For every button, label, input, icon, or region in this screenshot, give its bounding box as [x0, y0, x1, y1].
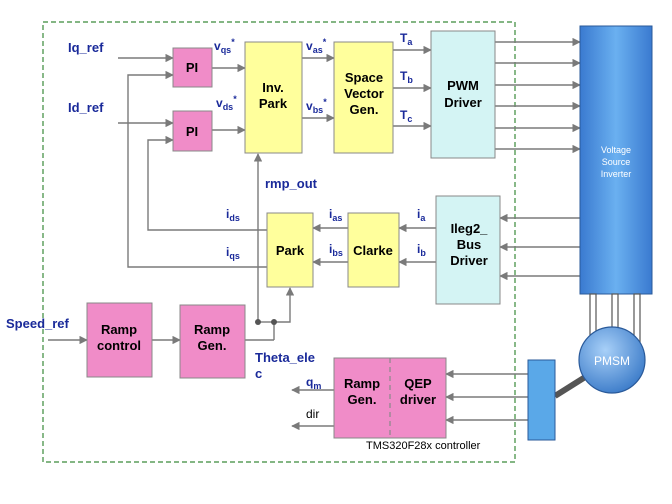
- vbs-label: vbs*: [306, 97, 327, 115]
- theta-elec-label: Theta_ele: [255, 350, 315, 365]
- svgen-label-1: Space: [345, 70, 383, 85]
- pi-d-label: PI: [186, 124, 198, 139]
- ramp-control-block: Ramp control: [86, 302, 153, 378]
- ramp-gen-label-1: Ramp: [194, 322, 230, 337]
- vsi-label-1: Voltage: [601, 145, 631, 155]
- inv-park-label-1: Inv.: [262, 80, 283, 95]
- ia-label: ia: [417, 207, 426, 223]
- pwm2-label: PWM2: [520, 45, 549, 56]
- junction-dot: [255, 319, 261, 325]
- ramp-gen-block: Ramp Gen.: [179, 304, 246, 379]
- clarke-block: Clarke: [347, 212, 400, 288]
- pwm4-label: PWM4: [520, 88, 549, 99]
- ileg-label-1: Ileg2_: [451, 221, 489, 236]
- space-vector-gen-block: Space Vector Gen.: [333, 41, 394, 154]
- svgen-label-2: Vector: [344, 86, 384, 101]
- clarke-label: Clarke: [353, 243, 393, 258]
- vds-label: vds*: [216, 94, 237, 112]
- pmsm-motor: [578, 326, 646, 394]
- ramp-control-label-2: control: [97, 338, 141, 353]
- qep-label-2: driver: [400, 392, 436, 407]
- pmsm-label: PMSM: [594, 354, 630, 368]
- pwm6-label: PWM6: [520, 131, 549, 142]
- pwm-driver-label-1: PWM: [447, 78, 479, 93]
- voltage-source-inverter: Voltage Source Inverter: [579, 25, 653, 295]
- park-label: Park: [276, 243, 305, 258]
- theta-elec-label-2: c: [255, 366, 262, 381]
- vqs-label: vqs*: [214, 37, 235, 55]
- id-ref-label: Id_ref: [68, 100, 104, 115]
- speed-ref-label: Speed_ref: [6, 316, 70, 331]
- signal-labels: vqs* vds* vas* vbs* Ta Tb Tc ids iqs ias…: [214, 31, 426, 261]
- junction-dot: [271, 319, 277, 325]
- qep-ramp-label-1: Ramp: [344, 376, 380, 391]
- controller-label: TMS320F28x controller: [366, 440, 481, 452]
- vas-label: vas*: [306, 37, 327, 55]
- adcin2-label: ADCIN2: [522, 231, 557, 242]
- iq-ref-label: Iq_ref: [68, 40, 104, 55]
- motor-assembly: PMSM Encoder: [522, 293, 646, 441]
- ileg-label-3: Driver: [450, 253, 488, 268]
- qep-ramp-label-2: Gen.: [348, 392, 377, 407]
- pwm-driver-label-2: Driver: [444, 95, 482, 110]
- tc-label: Tc: [400, 108, 412, 124]
- tb-label: Tb: [400, 69, 413, 85]
- encoder-label: Encoder: [522, 344, 556, 354]
- vsi-label-3: Inverter: [601, 169, 632, 179]
- qm-label: qm: [306, 375, 321, 391]
- pi-controller-d: PI: [172, 110, 213, 152]
- rmp-out-label: rmp_out: [265, 176, 318, 191]
- pwm3-label: PWM3: [520, 67, 549, 78]
- ib-label: ib: [417, 242, 426, 258]
- inv-park-label-2: Park: [259, 96, 288, 111]
- ta-label: Ta: [400, 31, 413, 47]
- ramp-gen-label-2: Gen.: [198, 338, 227, 353]
- ibs-label: ibs: [329, 242, 343, 258]
- pwm1-label: PWM1: [520, 24, 549, 35]
- qep-a-label: QEP_A: [454, 359, 486, 370]
- park-block: Park: [266, 212, 314, 288]
- adcin3-label: ADCIN3: [522, 260, 557, 271]
- qep-b-label: QEP_B: [454, 382, 486, 393]
- vsi-label-2: Source: [602, 157, 631, 167]
- controller-boundary: [42, 21, 516, 463]
- pwm5-label: PWM5: [520, 110, 549, 121]
- pi-q-label: PI: [186, 60, 198, 75]
- pwm-driver-block: PWM Driver: [430, 30, 496, 159]
- svgen-label-3: Gen.: [350, 102, 379, 117]
- ileg-label-2: Bus: [457, 237, 482, 252]
- qep-inc-label: QEP_inc: [454, 405, 492, 416]
- encoder: [527, 359, 556, 441]
- wires: [48, 37, 581, 431]
- ias-label: ias: [329, 207, 342, 223]
- qep-label-1: QEP: [404, 376, 432, 391]
- inv-park-block: Inv. Park: [244, 41, 303, 154]
- ramp-control-label-1: Ramp: [101, 322, 137, 337]
- adcin1-label: ADCIN1: [522, 202, 557, 213]
- ids-label: ids: [226, 207, 240, 223]
- dir-label: dir: [306, 407, 319, 421]
- ileg2-bus-driver-block: Ileg2_ Bus Driver: [435, 195, 501, 305]
- qep-ramp-gen-block: Ramp Gen. QEP driver: [333, 357, 447, 439]
- iqs-label: iqs: [226, 245, 240, 261]
- pi-controller-q: PI: [172, 47, 213, 88]
